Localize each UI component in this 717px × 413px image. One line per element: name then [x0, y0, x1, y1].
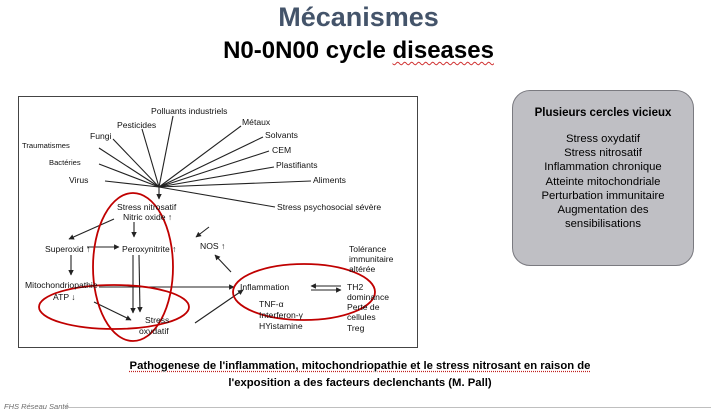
source-label: Fungi [90, 131, 112, 141]
source-label: Virus [69, 175, 88, 185]
node-tolerance-3: altérée [349, 264, 375, 274]
source-label: Pesticides [117, 120, 156, 130]
vicious-item: sensibilisations [565, 218, 641, 231]
vicious-circles-box: Plusieurs cercles vicieux Stress oxydati… [512, 90, 694, 266]
source-label: Métaux [242, 117, 271, 127]
footer-brand: FHS Réseau Santé [4, 402, 69, 411]
node-interferon: Interferon-γ [259, 310, 304, 320]
pall-diagram-svg: Polluants industriels Métaux Pesticides … [22, 106, 394, 342]
source-label: CEM [272, 145, 291, 155]
source-rays [98, 115, 312, 208]
node-stress-nitrosatif: Stress nitrosatif [117, 202, 177, 212]
subtitle-squiggle: diseases [392, 37, 494, 64]
node-cellules: cellules [347, 312, 376, 322]
slide-subtitle: N0-0N00 cycle diseases [0, 37, 717, 65]
pall-diagram-figure: Polluants industriels Métaux Pesticides … [18, 96, 418, 348]
mechanism-arrows [68, 218, 342, 324]
node-superoxid: Superoxid ↑ [45, 244, 90, 254]
node-stress-oxydatif: Stress [145, 315, 169, 325]
node-tolerance-2: immunitaire [349, 254, 394, 264]
node-nitric-oxide: Nitric oxide ↑ [123, 212, 172, 222]
node-tolerance: Tolérance [349, 244, 386, 254]
slide-title: Mécanismes [278, 2, 439, 32]
vicious-item: Augmentation des [557, 204, 649, 217]
node-histamine: HYistamine [259, 321, 303, 331]
figure-caption: Pathogenese de l'inflammation, mitochond… [60, 358, 660, 392]
node-atp: ATP ↓ [53, 292, 76, 302]
node-nos: NOS ↑ [200, 241, 225, 251]
node-tnf: TNF-α [259, 299, 284, 309]
node-dominance: dominance [347, 292, 389, 302]
node-treg: Treg [347, 323, 365, 333]
node-mitochondriopathie: Mitochondriopathie [25, 280, 98, 290]
footer-divider [66, 407, 711, 408]
node-stress-oxydatif-2: oxydatif [139, 326, 169, 336]
node-th2: TH2 [347, 282, 363, 292]
node-peroxynitrite: Peroxynitrite ↑ [122, 244, 176, 254]
vicious-circles-title: Plusieurs cercles vicieux [534, 107, 672, 119]
source-label: Polluants industriels [151, 106, 227, 116]
source-label: Plastifiants [276, 160, 318, 170]
vicious-item: Inflammation chronique [544, 161, 662, 174]
subtitle-prefix: N0-0N00 cycle [223, 37, 393, 64]
node-inflammation: Inflammation [240, 282, 289, 292]
source-label: Solvants [265, 130, 298, 140]
node-perte-de: Perte de [347, 302, 380, 312]
highlight-ellipses [38, 192, 376, 342]
source-label: Stress psychosocial sévère [277, 202, 381, 212]
source-label: Bactéries [49, 158, 81, 167]
vicious-item: Stress oxydatif [565, 133, 641, 145]
source-label: Traumatismes [22, 141, 70, 150]
vicious-item: Atteinte mitochondriale [545, 175, 661, 188]
source-label: Aliments [313, 175, 346, 185]
vicious-item: Stress nitrosatif [564, 147, 642, 160]
caption-line-1: Pathogenese de l'inflammation, mitochond… [129, 360, 591, 372]
caption-line-2: l'exposition a des facteurs declenchants… [228, 377, 492, 389]
vicious-item: Perturbation immunitaire [541, 189, 665, 202]
